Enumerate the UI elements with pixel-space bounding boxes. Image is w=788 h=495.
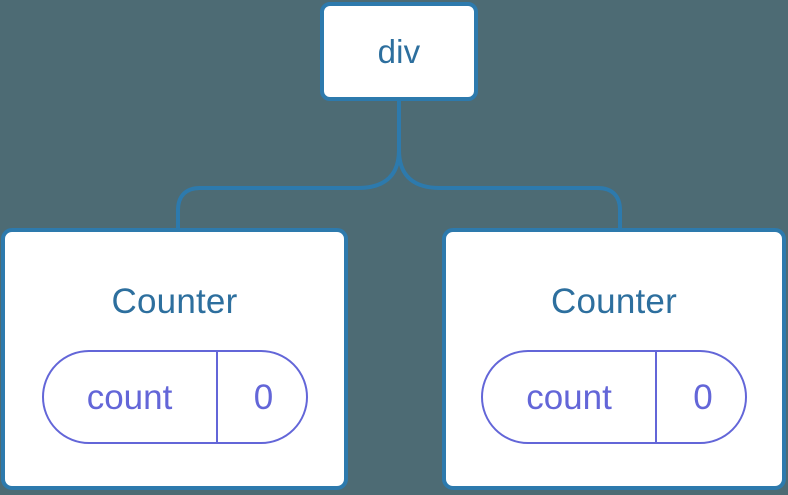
state-key-label: count — [483, 352, 657, 442]
state-key-label: count — [44, 352, 218, 442]
state-pill-counter-right[interactable]: count 0 — [481, 350, 747, 444]
state-value-label: 0 — [253, 377, 274, 417]
node-counter-right-title: Counter — [551, 282, 677, 321]
edge-root-to-counter-right — [397, 99, 622, 232]
state-pill-counter-left[interactable]: count 0 — [41, 350, 308, 444]
node-root-label: div — [377, 33, 421, 70]
node-counter-left-title: Counter — [111, 282, 238, 321]
node-counter-left[interactable]: Counter count 0 — [1, 228, 348, 490]
state-value-label: 0 — [693, 377, 713, 417]
node-counter-right[interactable]: Counter count 0 — [442, 228, 786, 490]
node-root-div[interactable]: div — [320, 2, 478, 101]
edge-root-to-counter-left — [176, 99, 401, 232]
